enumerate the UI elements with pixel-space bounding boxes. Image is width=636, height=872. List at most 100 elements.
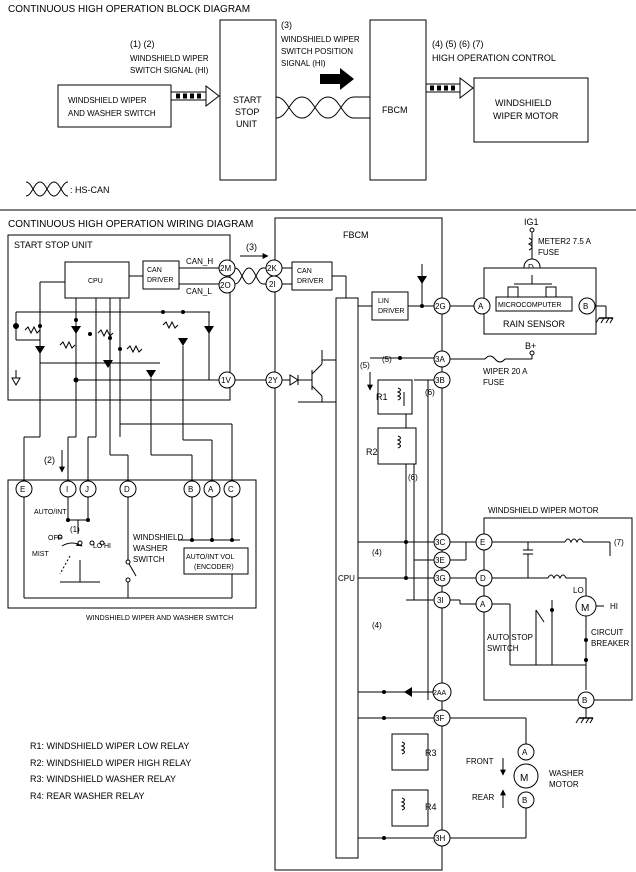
svg-text:2K: 2K	[267, 264, 277, 273]
svg-text:A: A	[478, 302, 484, 311]
switch-internal	[23, 497, 240, 599]
svg-text:B: B	[583, 302, 588, 311]
switch-pin-C: C	[223, 480, 241, 498]
ref-7: (7)	[614, 538, 624, 547]
ssu-cpu-label: CPU	[88, 278, 103, 285]
encoder-l1: AUTO/INT VOL	[186, 554, 234, 561]
ssu-box	[7, 234, 231, 401]
pin-1V: 1V	[218, 371, 236, 389]
pin-2K: 2K	[265, 259, 283, 277]
washer-motor-l2: MOTOR	[549, 780, 579, 789]
motor-lo-label: LO	[573, 586, 584, 595]
switch-pin-J: J	[79, 480, 97, 498]
fbcm-can-driver-l1: CAN	[297, 268, 312, 275]
ref-3-block: (3)	[281, 20, 292, 30]
relay-r1-label: R1	[376, 392, 388, 402]
svg-text:E: E	[480, 538, 485, 547]
svg-text:J: J	[85, 485, 89, 494]
block-diagram-title: CONTINUOUS HIGH OPERATION BLOCK DIAGRAM	[8, 4, 250, 15]
svg-text:3B: 3B	[435, 376, 445, 385]
pin-3E: 3E	[433, 551, 451, 569]
rear-label: REAR	[472, 793, 494, 802]
pin-2Y: 2Y	[265, 371, 283, 389]
motor-internal: M LO HI	[492, 538, 618, 690]
svg-text:D: D	[124, 485, 130, 494]
can-direction-arrow	[320, 68, 354, 90]
hi-label: HI	[104, 543, 111, 550]
signal-2-line3: SIGNAL (HI)	[281, 59, 326, 68]
switch-pin-A: A	[203, 480, 221, 498]
svg-text:I: I	[66, 485, 68, 494]
block-motor-line2: WIPER MOTOR	[493, 111, 559, 121]
hs-can-legend-label: : HS-CAN	[70, 185, 110, 195]
encoder-box	[183, 547, 249, 575]
ssu-internal-circuit	[11, 281, 219, 437]
svg-text:3F: 3F	[435, 714, 444, 723]
switch-pin-I: I	[59, 480, 77, 498]
microcomputer-box	[495, 296, 573, 312]
svg-text:3I: 3I	[437, 596, 444, 605]
b-plus-label: B+	[525, 341, 536, 351]
encoder-l2: (ENCODER)	[194, 564, 234, 571]
svg-text:A: A	[522, 748, 528, 757]
svg-text:A: A	[480, 600, 486, 609]
svg-text:1V: 1V	[221, 376, 231, 385]
legend-r4: R4: REAR WASHER RELAY	[30, 791, 145, 801]
signal-1-line2: SWITCH SIGNAL (HI)	[130, 66, 209, 75]
signal-1-line1: WINDSHIELD WIPER	[130, 54, 209, 63]
svg-text:3A: 3A	[435, 355, 445, 364]
fbcm-can-driver-l2: DRIVER	[297, 278, 323, 285]
relay-r4: R4	[391, 789, 437, 827]
lin-driver	[371, 291, 409, 321]
block-start-stop-unit	[219, 19, 277, 181]
ref-4-7: (4) (5) (6) (7)	[432, 39, 484, 49]
front-label: FRONT	[466, 757, 494, 766]
washer-motor-symbol	[513, 763, 539, 789]
motor-pin-B: B	[577, 691, 595, 709]
svg-text:2M: 2M	[220, 264, 231, 273]
legend-r1: R1: WINDSHIELD WIPER LOW RELAY	[30, 741, 189, 751]
ig1-label: IG1	[524, 217, 539, 227]
block-ssu-line1: START	[233, 95, 262, 105]
block-ssu-line3: UNIT	[236, 119, 257, 129]
auto-int-label: AUTO/INT	[34, 509, 67, 516]
svg-text:D: D	[480, 574, 486, 583]
ref-1-wiring: (1)	[70, 525, 80, 534]
switch-pin-D: D	[119, 480, 137, 498]
ref-4b: (4)	[372, 621, 382, 630]
pin-3I: 3I	[433, 591, 451, 609]
off-label: OFF	[48, 535, 62, 542]
pin-3A: 3A	[433, 350, 451, 368]
hs-can-legend-symbol	[25, 181, 69, 197]
ref-1-2: (1) (2)	[130, 39, 155, 49]
motor-pin-D: D	[475, 569, 493, 587]
wiper-motor-title: WINDSHIELD WIPER MOTOR	[488, 506, 599, 515]
ssu-can-driver-l1: CAN	[147, 267, 162, 274]
ref-2-wiring: (2)	[44, 455, 55, 465]
motor-hi-label: HI	[610, 602, 618, 611]
pin-2AA: 2AA	[432, 682, 452, 702]
switch-pin-E: E	[15, 480, 33, 498]
washer-motor-l1: WASHER	[549, 769, 584, 778]
fbcm-internal-wiring	[358, 356, 434, 840]
lin-driver-l1: LIN	[378, 298, 389, 305]
ref-6b: (6)	[408, 473, 418, 482]
block-motor-line1: WINDSHIELD	[495, 98, 552, 108]
ssu-can-driver-l2: DRIVER	[147, 277, 173, 284]
block-switch-line2: AND WASHER SWITCH	[68, 109, 156, 118]
lo-label: LO	[93, 543, 103, 550]
legend-r2: R2: WINDSHIELD WIPER HIGH RELAY	[30, 758, 191, 768]
pin-2O: 2O	[218, 276, 236, 294]
svg-text:A: A	[208, 485, 214, 494]
wiper-switch-box	[7, 479, 257, 609]
ref-3-wiring: (3)	[246, 242, 257, 252]
pin-3G: 3G	[433, 569, 451, 587]
ssu-title: START STOP UNIT	[14, 240, 93, 250]
relay-r2-label: R2	[366, 447, 378, 457]
wiring-diagram-title: CONTINUOUS HIGH OPERATION WIRING DIAGRAM	[8, 219, 253, 230]
svg-text:2I: 2I	[269, 280, 276, 289]
block-fbcm-label: FBCM	[382, 105, 408, 115]
hs-can-twisted-pair	[275, 96, 370, 119]
fbcm-title: FBCM	[343, 230, 369, 240]
